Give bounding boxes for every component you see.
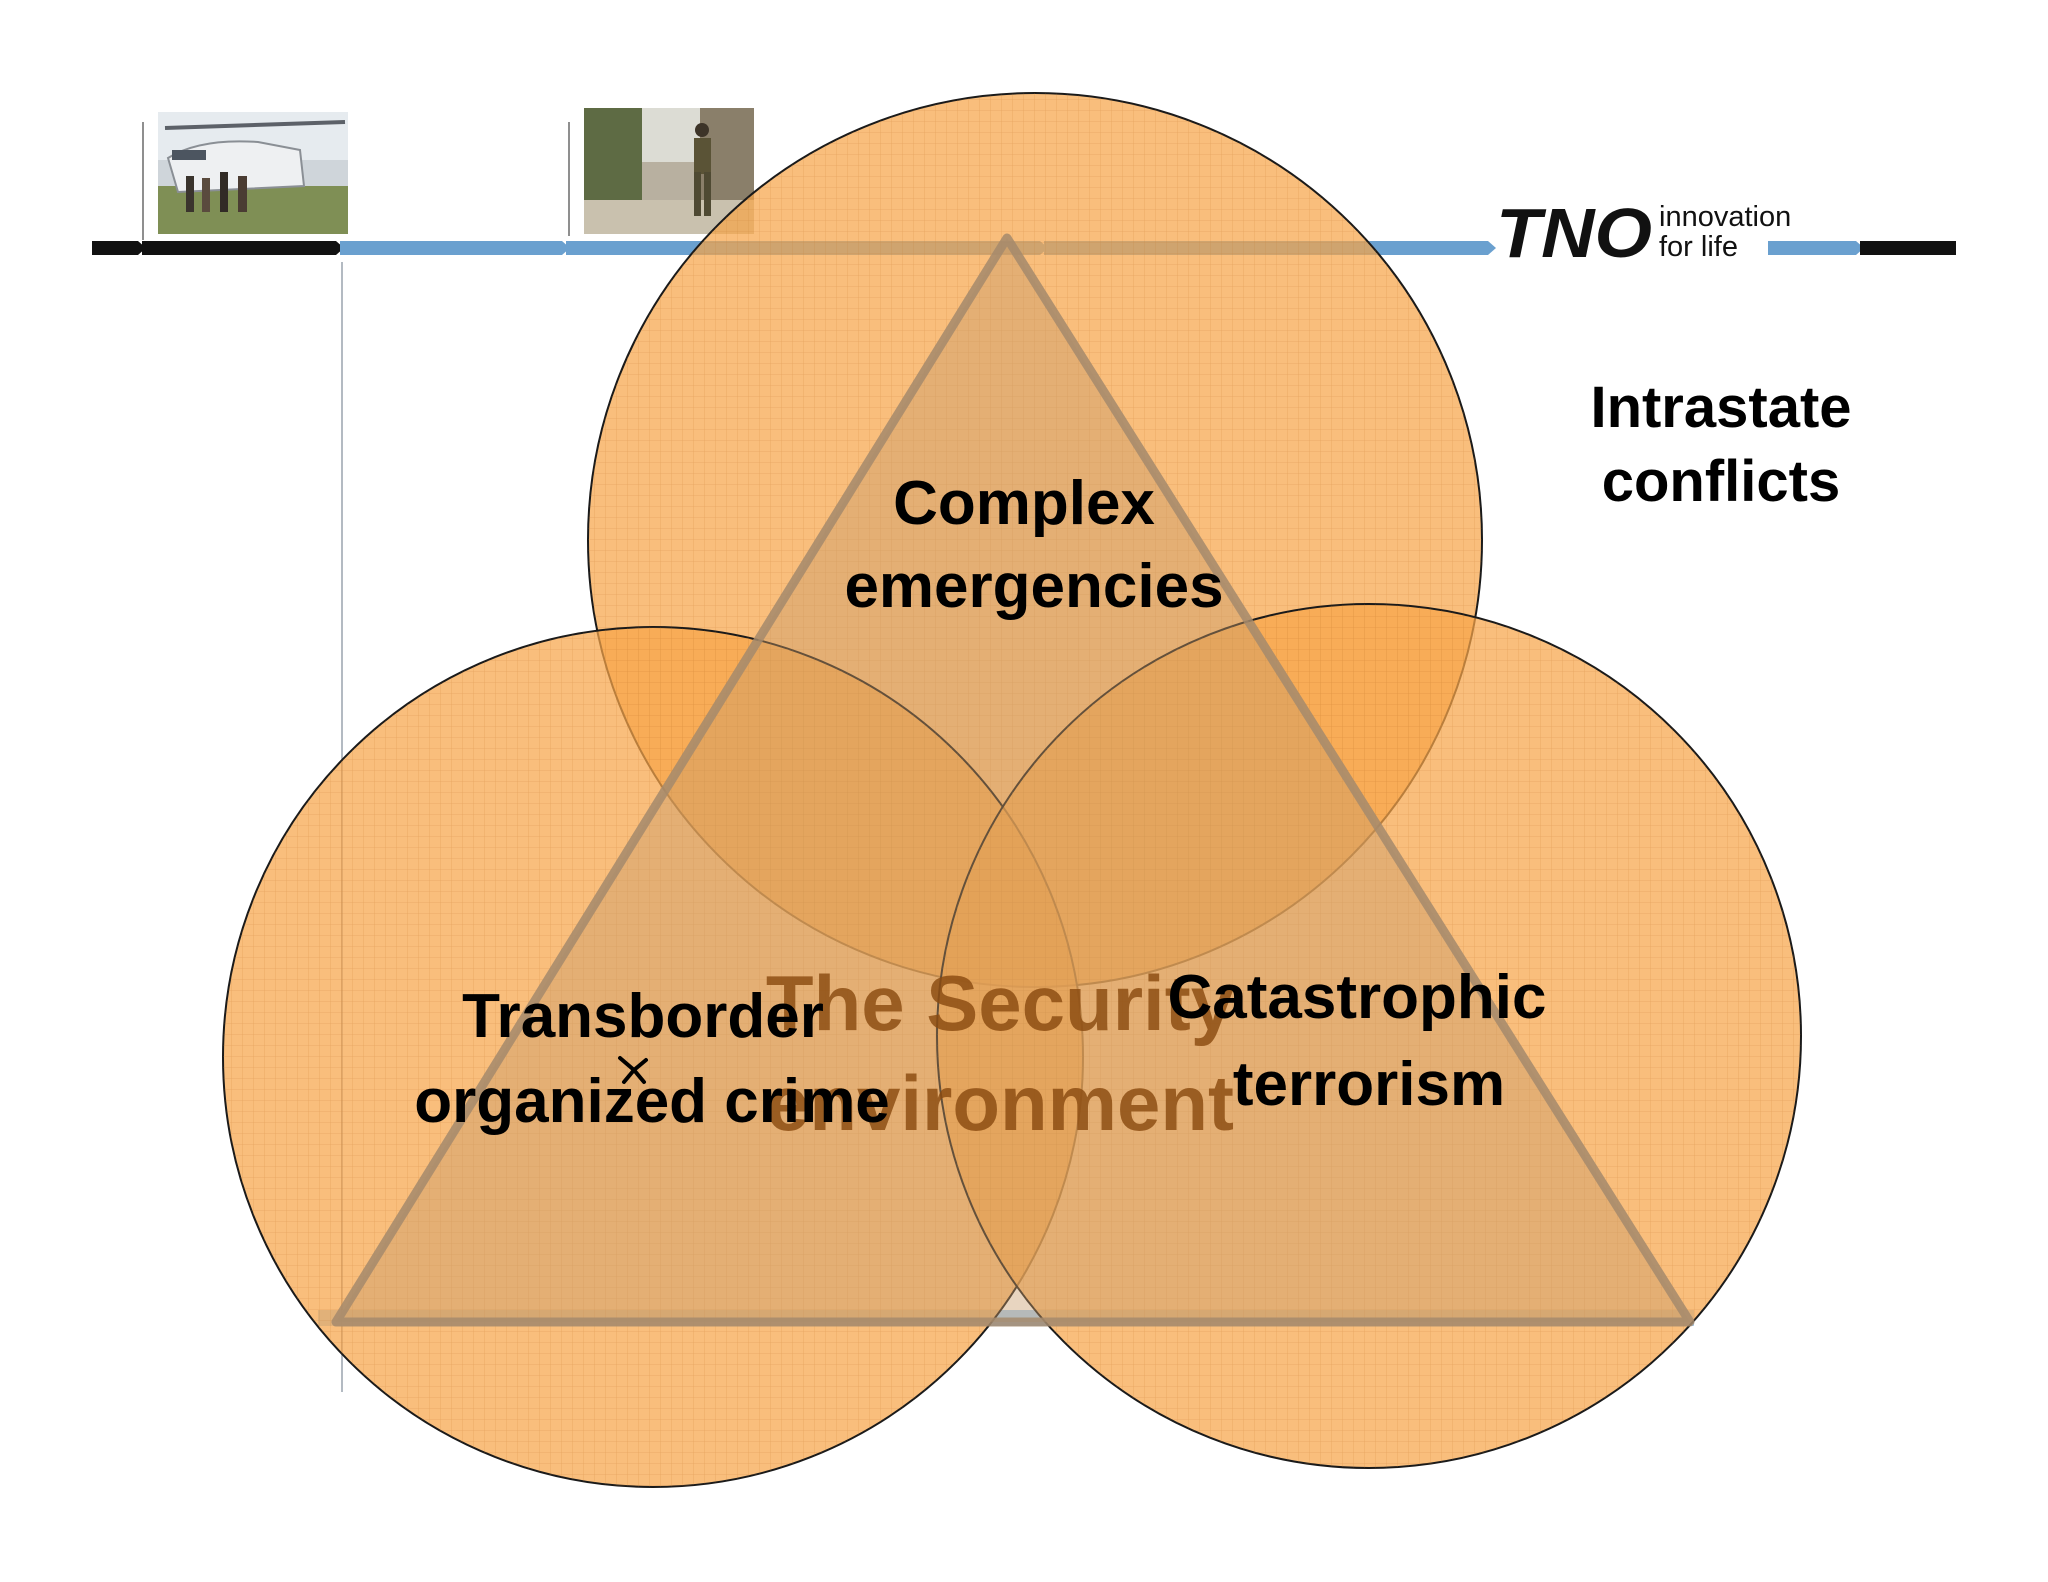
transborder-label-line1: Transborder [462, 982, 824, 1051]
helicopter-photo [142, 112, 348, 240]
logo-brand-text: TNO [1496, 194, 1652, 272]
header-bar-segment-black-right [1860, 241, 1956, 255]
tno-logo: TNO innovation for life [1496, 194, 1791, 272]
catastrophic-label-line2: terrorism [1233, 1050, 1505, 1119]
transborder-label-line2: organized crime [414, 1067, 889, 1136]
header-bar-segment-blue [340, 241, 570, 255]
header-bar-segment-black-left [92, 241, 146, 255]
move-cursor-icon [618, 1056, 648, 1084]
center-label-line1: The Security [766, 959, 1234, 1047]
header-bar-segment-blue [1768, 241, 1864, 255]
complex-emergencies-label-line1: Complex [893, 469, 1155, 538]
header-bar-segment-black [142, 241, 344, 255]
soldier-photo [568, 108, 754, 236]
logo-tagline-line1: innovation [1659, 201, 1791, 233]
complex-emergencies-label-line2: emergencies [844, 552, 1223, 621]
venn-circles [222, 92, 1802, 1488]
catastrophic-label-line1: Catastrophic [1168, 963, 1547, 1032]
intrastate-conflicts-label-line2: conflicts [1602, 449, 1841, 514]
intrastate-conflicts-label-line1: Intrastate [1590, 375, 1851, 440]
logo-tagline-line2: for life [1659, 231, 1738, 263]
center-label-line2: environment [766, 1059, 1234, 1147]
security-triangle [331, 233, 1695, 1327]
